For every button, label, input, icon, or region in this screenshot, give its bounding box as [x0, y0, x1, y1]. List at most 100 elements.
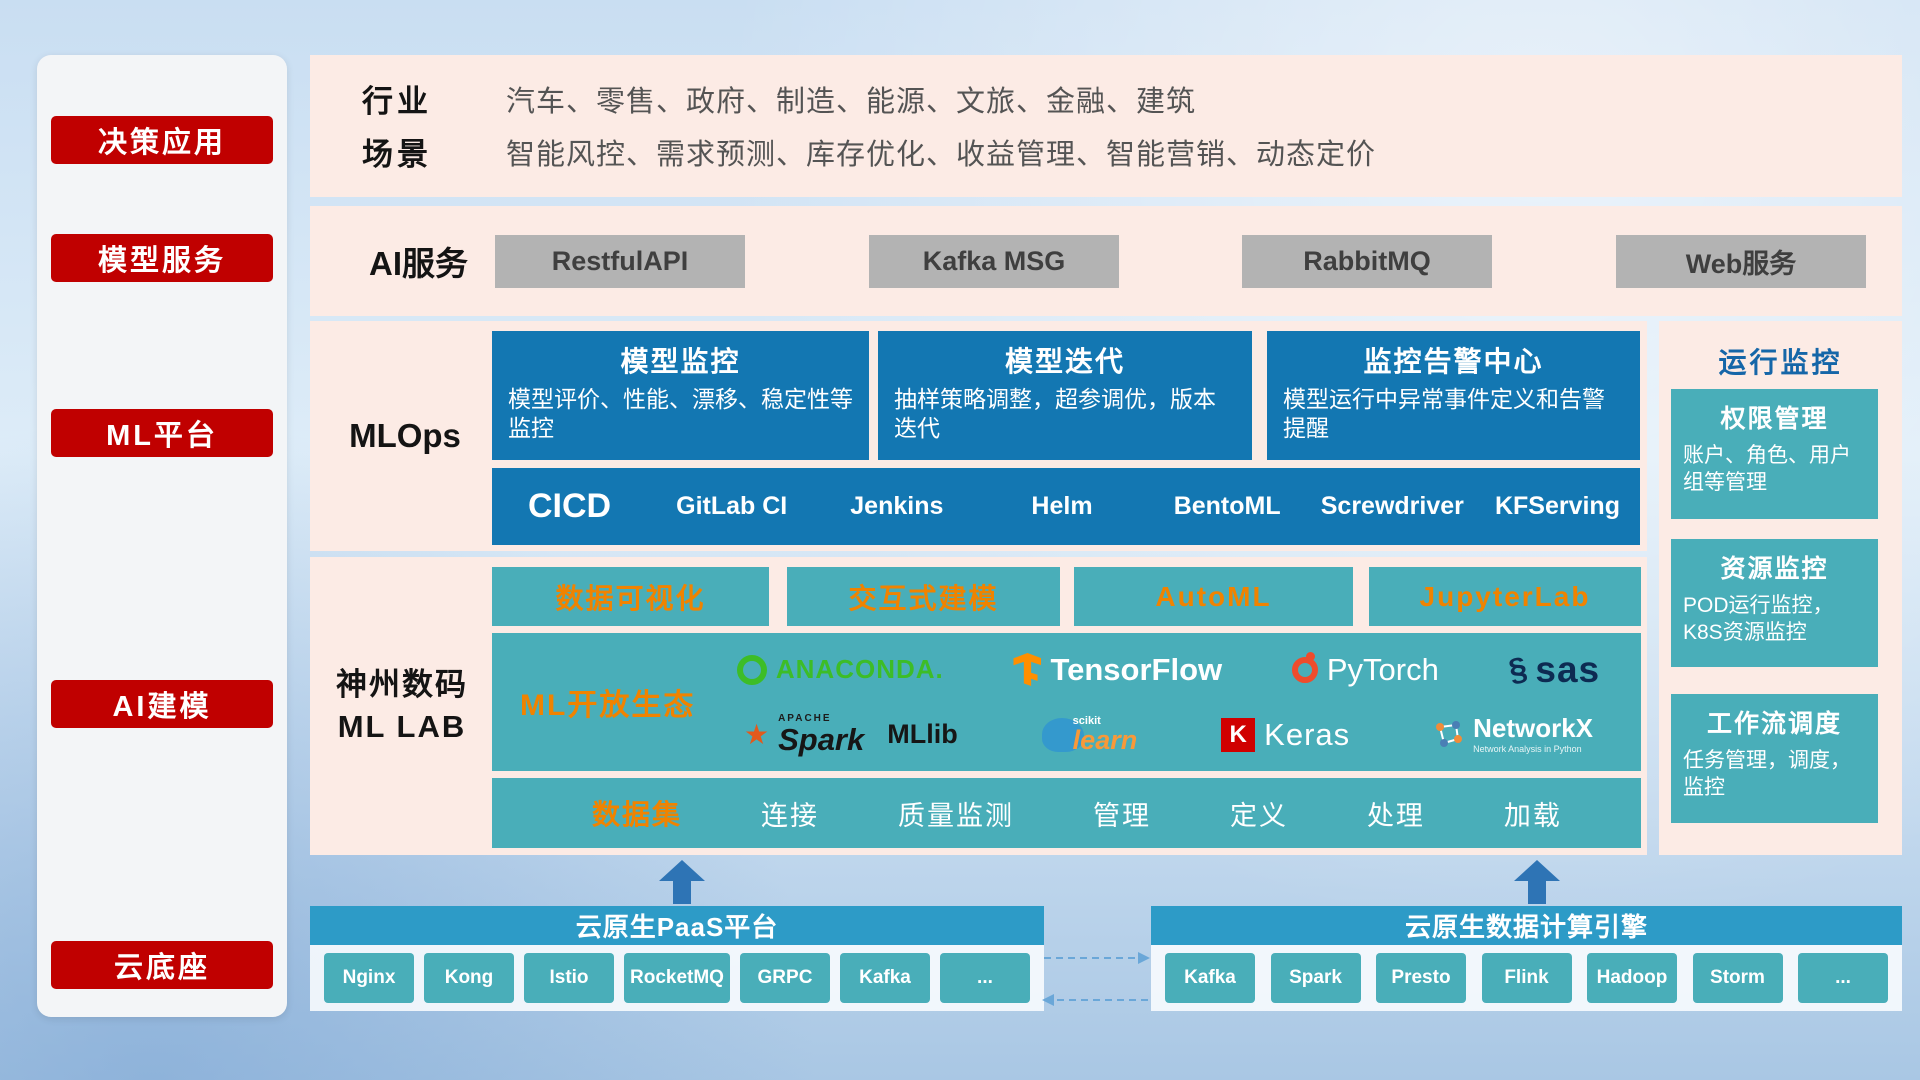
spark-wordmark: APACHE Spark — [778, 713, 865, 757]
scikit-learn-wordmark: scikit learn — [1072, 715, 1138, 755]
rabbitmq-button[interactable]: RabbitMQ — [1242, 235, 1492, 288]
model-monitoring-title: 模型监控 — [620, 346, 741, 377]
nginx-button[interactable]: Nginx — [324, 953, 414, 1003]
sidebar-item-cloud-base[interactable]: 云底座 — [51, 941, 273, 989]
scenario-content: 智能风控、需求预测、库存优化、收益管理、智能营销、动态定价 — [506, 138, 1377, 171]
networkx-icon — [1436, 721, 1463, 748]
engine-more-button[interactable]: ... — [1798, 953, 1888, 1003]
model-monitoring-card: 模型监控 模型评价、性能、漂移、稳定性等监控 — [492, 331, 869, 460]
ml-lab-label: 神州数码 ML LAB — [316, 557, 488, 855]
dataset-bar: 数据集 连接 质量监测 管理 定义 处理 加载 — [492, 778, 1641, 848]
engine-flink-button[interactable]: Flink — [1481, 953, 1572, 1003]
alert-center-card: 监控告警中心 模型运行中异常事件定义和告警提醒 — [1267, 331, 1640, 460]
keras-logo: K Keras — [1221, 717, 1350, 753]
interactive-modeling-button[interactable]: 交互式建模 — [787, 567, 1060, 626]
sidebar-item-ml-platform[interactable]: ML平台 — [51, 409, 273, 457]
pytorch-icon — [1291, 651, 1318, 683]
anaconda-logo: ANACONDA. — [736, 654, 944, 685]
kafka-msg-button[interactable]: Kafka MSG — [869, 235, 1119, 288]
paas-more-button[interactable]: ... — [939, 953, 1030, 1003]
ecosystem-logos: ANACONDA. TensorFlow PyTorch sas — [702, 637, 1635, 767]
engine-hadoop-button[interactable]: Hadoop — [1587, 953, 1677, 1003]
spark-star-icon — [744, 718, 769, 751]
permission-mgmt-desc: 账户、角色、用户组等管理 — [1683, 444, 1851, 495]
sas-swirl-icon — [1505, 650, 1530, 690]
learn-text: learn — [1072, 724, 1138, 755]
keras-text: Keras — [1264, 716, 1351, 752]
networkx-wordmark: NetworkX Network Analysis in Python — [1473, 713, 1593, 755]
cicd-items: GitLab CI Jenkins Helm BentoML Screwdriv… — [649, 492, 1640, 521]
ecosystem-logo-row-2: APACHE Spark MLlib scikit learn K — [702, 702, 1635, 767]
model-iteration-desc: 抽样策略调整，超参调优，版本迭代 — [894, 386, 1216, 442]
ml-lab-label-line2: ML LAB — [337, 709, 467, 744]
resource-monitor-title: 资源监控 — [1720, 555, 1829, 583]
engine-presto-button[interactable]: Presto — [1376, 953, 1466, 1003]
spark-text: Spark — [778, 722, 865, 757]
cicd-item-jenkins: Jenkins — [850, 492, 944, 520]
pytorch-text: PyTorch — [1326, 651, 1439, 687]
industry-section: 行业 汽车、零售、政府、制造、能源、文旅、金融、建筑 场景 智能风控、需求预测、… — [310, 55, 1902, 197]
permission-mgmt-title: 权限管理 — [1720, 405, 1829, 433]
ml-lab-label-line1: 神州数码 — [336, 667, 468, 703]
keras-icon: K — [1221, 717, 1256, 752]
dataset-item-manage: 管理 — [1092, 800, 1151, 831]
industry-row: 行业 汽车、零售、政府、制造、能源、文旅、金融、建筑 — [362, 72, 1902, 125]
workflow-schedule-desc: 任务管理，调度，监控 — [1683, 749, 1851, 800]
ml-open-ecosystem: ML开放生态 ANACONDA. TensorFlow PyTorch — [492, 633, 1641, 771]
up-arrow-left — [659, 860, 705, 904]
data-visualization-button[interactable]: 数据可视化 — [492, 567, 769, 626]
anaconda-icon — [736, 654, 767, 685]
dataset-item-process: 处理 — [1366, 800, 1425, 831]
scenario-label: 场景 — [362, 137, 432, 172]
kafka-button[interactable]: Kafka — [839, 953, 930, 1003]
run-monitor-panel: 运行监控 权限管理 账户、角色、用户组等管理 资源监控 POD运行监控，K8S资… — [1659, 321, 1902, 855]
data-engine-strip: Kafka Spark Presto Flink Hadoop Storm ..… — [1151, 945, 1902, 1011]
networkx-subtitle: Network Analysis in Python — [1473, 744, 1582, 755]
ai-service-section: AI服务 RestfulAPI Kafka MSG RabbitMQ Web服务 — [310, 206, 1902, 316]
cicd-item-gitlab-ci: GitLab CI — [676, 492, 788, 520]
restfulapi-button[interactable]: RestfulAPI — [495, 235, 745, 288]
sas-text: sas — [1535, 648, 1601, 690]
engine-kafka-button[interactable]: Kafka — [1165, 953, 1255, 1003]
industry-label: 行业 — [362, 84, 432, 119]
sidebar-item-ai-modeling[interactable]: AI建模 — [51, 680, 273, 728]
paas-platform-strip: Nginx Kong Istio RocketMQ GRPC Kafka ... — [310, 945, 1044, 1011]
sas-logo: sas — [1509, 649, 1601, 691]
data-engine-header: 云原生数据计算引擎 — [1151, 906, 1902, 945]
ml-lab-section: 神州数码 ML LAB 数据可视化 交互式建模 AutoML JupyterLa… — [310, 557, 1647, 855]
cicd-item-helm: Helm — [1031, 492, 1093, 520]
dataset-item-quality: 质量监测 — [897, 800, 1014, 831]
pytorch-logo: PyTorch — [1291, 651, 1439, 688]
scikit-learn-icon — [1041, 717, 1084, 752]
grpc-button[interactable]: GRPC — [739, 953, 830, 1003]
mllib-text: MLlib — [887, 719, 958, 749]
rocketmq-button[interactable]: RocketMQ — [624, 953, 730, 1003]
scenario-row: 场景 智能风控、需求预测、库存优化、收益管理、智能营销、动态定价 — [362, 125, 1902, 178]
model-iteration-card: 模型迭代 抽样策略调整，超参调优，版本迭代 — [878, 331, 1252, 460]
cicd-bar: CICD GitLab CI Jenkins Helm BentoML Scre… — [492, 468, 1640, 545]
run-monitor-title: 运行监控 — [1718, 347, 1843, 378]
dataset-items: 连接 质量监测 管理 定义 处理 加载 — [682, 794, 1641, 833]
spark-apache-text: APACHE — [778, 713, 832, 724]
engine-spark-button[interactable]: Spark — [1270, 953, 1361, 1003]
workflow-schedule-card: 工作流调度 任务管理，调度，监控 — [1671, 694, 1878, 823]
cicd-item-screwdriver: Screwdriver — [1320, 492, 1464, 520]
web-service-button[interactable]: Web服务 — [1616, 235, 1866, 288]
scikit-learn-logo: scikit learn — [1041, 715, 1138, 755]
istio-button[interactable]: Istio — [524, 953, 614, 1003]
automl-button[interactable]: AutoML — [1074, 567, 1353, 626]
cicd-item-kfserving: KFServing — [1494, 492, 1620, 520]
sidebar-item-decision-app[interactable]: 决策应用 — [51, 116, 273, 164]
mlops-label: MLOps — [349, 417, 461, 454]
jupyterlab-button[interactable]: JupyterLab — [1369, 567, 1641, 626]
spark-mllib-logo: APACHE Spark MLlib — [744, 713, 958, 757]
engine-storm-button[interactable]: Storm — [1692, 953, 1783, 1003]
kong-button[interactable]: Kong — [424, 953, 514, 1003]
tensorflow-icon — [1013, 653, 1042, 686]
industry-content: 汽车、零售、政府、制造、能源、文旅、金融、建筑 — [506, 85, 1197, 118]
dataset-label: 数据集 — [592, 799, 683, 830]
up-arrow-right — [1514, 860, 1560, 904]
sidebar-item-model-service[interactable]: 模型服务 — [51, 234, 273, 282]
anaconda-text: ANACONDA. — [775, 654, 944, 684]
